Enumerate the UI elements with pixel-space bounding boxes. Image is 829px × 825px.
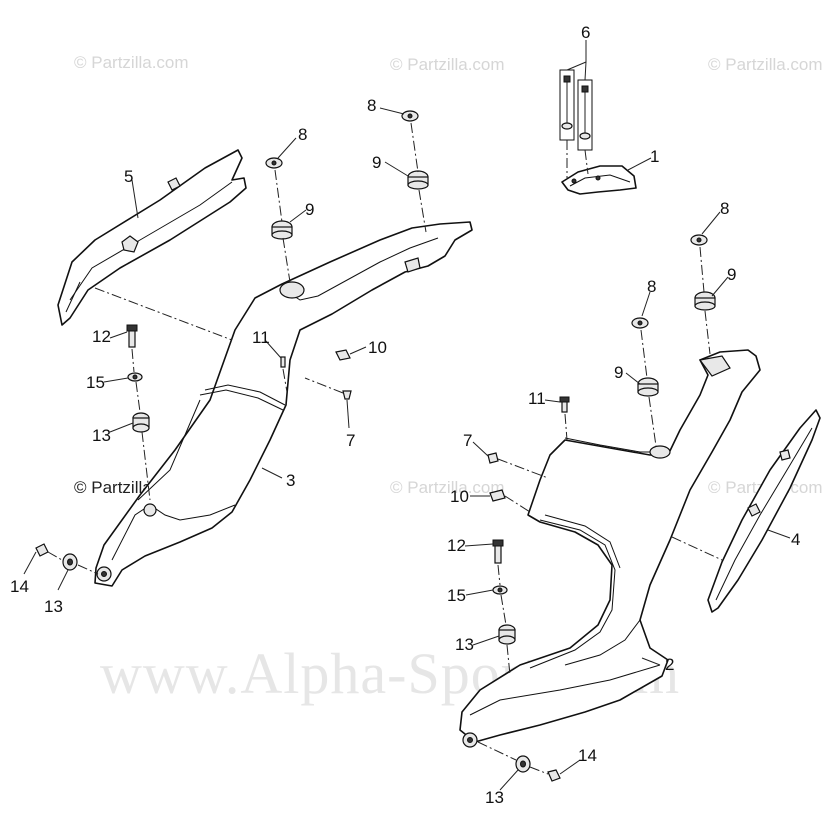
callout-6: 6 [581, 23, 590, 42]
callout-7-right: 7 [463, 431, 472, 450]
callout-9-right-mid: 9 [614, 363, 623, 382]
callout-8-right-mid: 8 [647, 277, 656, 296]
callout-9-center: 9 [372, 153, 381, 172]
callout-10-left: 10 [368, 338, 387, 357]
hardware-left [35, 110, 429, 575]
callout-8-right-top: 8 [720, 199, 729, 218]
part-4-trim-right [707, 409, 821, 613]
callout-5: 5 [124, 167, 133, 186]
callout-15-right: 15 [447, 586, 466, 605]
callout-13-left-upper: 13 [92, 426, 111, 445]
callout-14-right: 14 [578, 746, 597, 765]
leader-lines [23, 40, 791, 791]
callout-13-right-upper: 13 [455, 635, 474, 654]
callout-2: 2 [665, 655, 674, 674]
callout-12-left: 12 [92, 327, 111, 346]
callout-9-left: 9 [305, 200, 314, 219]
callout-11-right: 11 [528, 389, 546, 408]
watermark-top-left: © Partzilla.com [74, 53, 189, 72]
callout-12-right: 12 [447, 536, 466, 555]
part-2-side-cover-right [459, 349, 761, 748]
watermark-top-right: © Partzilla.com [708, 55, 823, 74]
callout-labels: 1 2 3 4 5 6 7 7 8 8 8 8 9 9 9 9 10 10 11… [10, 23, 800, 807]
callout-10-right: 10 [450, 487, 469, 506]
callout-8-left: 8 [298, 125, 307, 144]
part-1-rear-cap [561, 165, 637, 195]
callout-13-left-lower: 13 [44, 597, 63, 616]
callout-3: 3 [286, 471, 295, 490]
part-3-side-cover-left [94, 221, 473, 587]
hardware-right [477, 234, 723, 782]
callout-9-right-top: 9 [727, 265, 736, 284]
callout-13-right-lower: 13 [485, 788, 504, 807]
callout-7-left: 7 [346, 431, 355, 450]
callout-8-center: 8 [367, 96, 376, 115]
watermark-top-center: © Partzilla.com [390, 55, 505, 74]
part-6-screws [559, 69, 593, 178]
part-5-upper-trim-left [57, 149, 247, 326]
callout-15-left: 15 [86, 373, 105, 392]
callout-11-left: 11 [252, 328, 270, 347]
callout-1: 1 [650, 147, 659, 166]
callout-4: 4 [791, 530, 800, 549]
watermark-mid-center: © Partzilla.com [390, 478, 505, 497]
callout-14-left: 14 [10, 577, 29, 596]
